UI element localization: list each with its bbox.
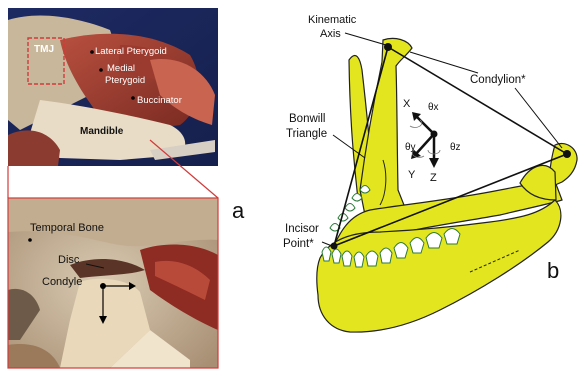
kinematic-axis-label-1: Kinematic xyxy=(308,14,357,26)
medial-pterygoid-label-1: Medial xyxy=(107,63,135,74)
condyle-label: Condyle xyxy=(42,276,82,288)
mandible-label: Mandible xyxy=(80,126,124,137)
left-condylion-point xyxy=(384,43,392,51)
panel-a-letter: a xyxy=(232,198,245,223)
z-axis-label: Z xyxy=(430,172,437,184)
kinematic-axis-label-2: Axis xyxy=(320,28,341,40)
incisor-leader xyxy=(322,242,332,246)
bonwill-label-1: Bonwill xyxy=(289,113,325,125)
condylion-leader-right xyxy=(515,88,562,148)
buccinator-label: Buccinator xyxy=(137,95,182,106)
medial-pterygoid-label-2: Pterygoid xyxy=(105,75,145,86)
lateral-pterygoid-dot xyxy=(90,50,94,54)
medial-pterygoid-dot xyxy=(99,68,103,72)
theta-y-label: θy xyxy=(405,142,416,153)
x-axis-label: X xyxy=(403,98,411,110)
kinematic-axis-line xyxy=(388,47,567,154)
temporal-bone-label: Temporal Bone xyxy=(30,222,104,234)
bonwill-label-2: Triangle xyxy=(286,128,327,140)
y-axis-label: Y xyxy=(408,169,416,181)
top-dissection-photo xyxy=(8,8,218,166)
condylion-leader-left xyxy=(410,52,478,73)
temporal-bone-dot xyxy=(28,238,32,242)
panel-b-letter: b xyxy=(547,258,559,283)
condylion-label: Condylion* xyxy=(470,74,526,86)
theta-z-label: θz xyxy=(450,142,461,153)
incisor-label-1: Incisor xyxy=(285,223,319,235)
z-axis-arrowhead xyxy=(429,158,439,168)
lateral-pterygoid-label: Lateral Pterygoid xyxy=(95,46,167,57)
right-condylion-point xyxy=(563,150,571,158)
theta-x-label: θx xyxy=(428,102,439,113)
kinematic-axis-leader xyxy=(345,33,386,45)
x-axis-arrow xyxy=(416,116,434,134)
y-axis-arrow xyxy=(415,134,434,155)
buccinator-dot xyxy=(131,96,135,100)
coordinate-frame: X Y Z θx θy θz xyxy=(403,98,461,184)
disc-label: Disc xyxy=(58,254,80,266)
incisor-label-2: Point* xyxy=(283,238,314,250)
tmj-label: TMJ xyxy=(34,44,54,55)
